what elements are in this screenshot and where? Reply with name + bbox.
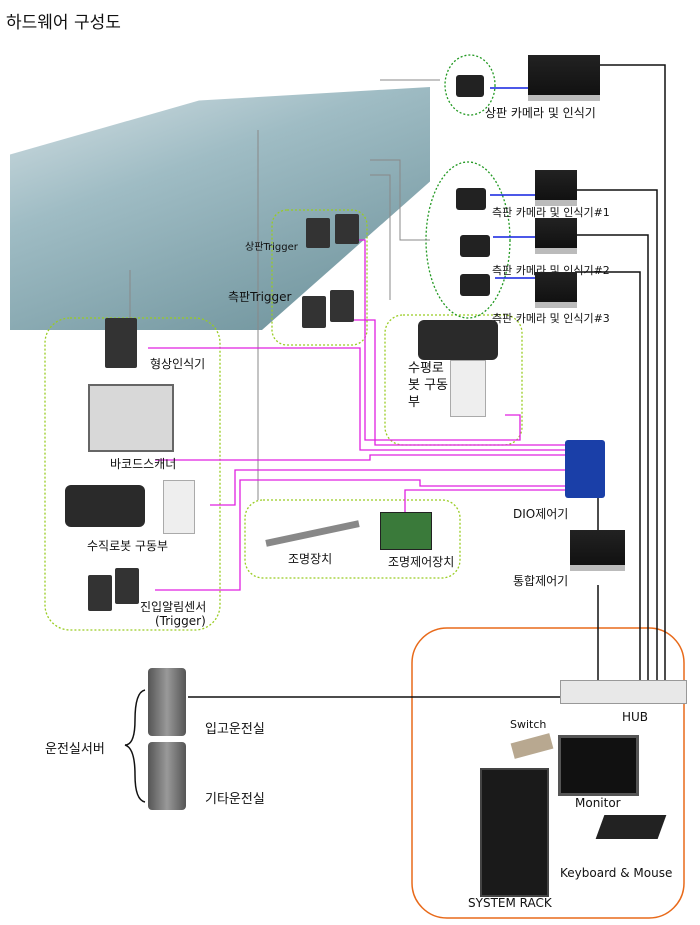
top-camera xyxy=(456,75,484,97)
control-room-server-label: 운전실서버 xyxy=(45,742,105,757)
side-camera-3-label: 측판 카메라 및 인식기#3 xyxy=(492,312,610,325)
vertical-robot-driver xyxy=(163,480,195,534)
trigger-group xyxy=(271,209,368,346)
side-recognizer-pc-1 xyxy=(535,170,577,206)
system-rack-area xyxy=(411,627,685,919)
horizontal-robot-motor xyxy=(418,320,498,360)
barcode-scanner-label: 바코드스캐너 xyxy=(110,457,177,471)
shape-recognizer-device xyxy=(105,318,137,368)
vertical-robot-label: 수직로봇 구동부 xyxy=(87,539,169,553)
side-camera-2 xyxy=(460,235,490,257)
lighting-label: 조명장치 xyxy=(288,552,333,566)
side-trigger-label: 측판Trigger xyxy=(228,290,292,304)
other-room-label: 기타운전실 xyxy=(205,792,265,807)
top-trigger-sensor-2 xyxy=(335,214,359,244)
dio-controller-device xyxy=(565,440,605,498)
side-camera-2-label: 측판 카메라 및 인식기#2 xyxy=(492,264,610,277)
lighting-controller-board xyxy=(380,512,432,550)
top-camera-label: 상판 카메라 및 인식기 xyxy=(485,106,596,120)
integrated-controller-pc xyxy=(570,530,625,571)
integrated-controller-label: 통합제어기 xyxy=(513,574,569,588)
page-title: 하드웨어 구성도 xyxy=(6,13,121,33)
side-trigger-sensor xyxy=(302,296,326,328)
side-trigger-sensor-2 xyxy=(330,290,354,322)
top-recognizer-pc xyxy=(528,55,600,101)
horizontal-robot-label: 수평로봇 구동부 xyxy=(408,361,449,410)
entry-sensor-device xyxy=(88,575,112,611)
vertical-robot-motor xyxy=(65,485,145,527)
other-room-server xyxy=(148,742,186,810)
top-trigger-sensor xyxy=(306,218,330,248)
switch-label: Switch xyxy=(510,718,547,731)
lighting-controller-label: 조명제어장치 xyxy=(388,555,455,569)
keyboard-mouse-label: Keyboard & Mouse xyxy=(560,866,673,880)
top-trigger-label: 상판Trigger xyxy=(245,242,298,253)
keyboard-device xyxy=(595,815,667,839)
side-recognizer-pc-2 xyxy=(535,218,577,254)
side-recognizer-pc-3 xyxy=(535,272,577,308)
hub-label: HUB xyxy=(622,710,649,724)
barcode-scanner-device xyxy=(88,384,174,452)
entry-sensor-label: 진입알림센서 xyxy=(140,600,207,614)
system-rack-label: SYSTEM RACK xyxy=(468,896,552,910)
entry-sensor-sub-label: (Trigger) xyxy=(155,614,206,628)
side-camera-1 xyxy=(456,188,486,210)
top-camera-group xyxy=(444,54,496,116)
side-camera-3 xyxy=(460,274,490,296)
receiving-room-label: 입고운전실 xyxy=(205,722,265,737)
monitor-device xyxy=(558,735,639,796)
side-camera-1-label: 측판 카메라 및 인식기#1 xyxy=(492,206,610,219)
shape-recognizer-label: 형상인식기 xyxy=(150,357,206,371)
system-rack-device xyxy=(480,768,549,897)
dio-controller-label: DIO제어기 xyxy=(513,507,569,521)
left-group xyxy=(44,317,221,631)
hub-device xyxy=(560,680,687,704)
horizontal-robot-driver xyxy=(450,360,486,417)
receiving-room-server xyxy=(148,668,186,736)
monitor-label: Monitor xyxy=(575,796,621,810)
lighting-group xyxy=(244,499,461,579)
entry-sensor-device-2 xyxy=(115,568,139,604)
